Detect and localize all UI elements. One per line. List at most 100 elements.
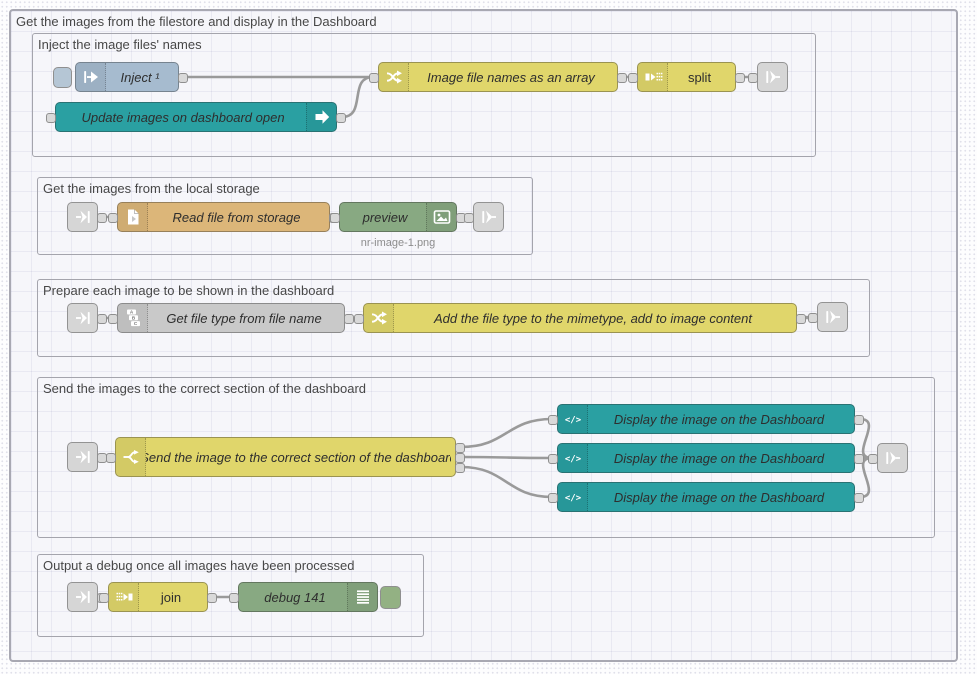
node-label: Display the image on the Dashboard (613, 411, 825, 427)
input-port[interactable] (808, 313, 818, 323)
output-port[interactable] (854, 454, 864, 464)
node-label: Inject ¹ (120, 69, 160, 85)
node-link-out-2[interactable] (464, 202, 504, 232)
debug-icon (347, 583, 377, 611)
node-template-2[interactable]: </> Display the image on the Dashboard (548, 443, 864, 473)
output-port[interactable] (344, 314, 354, 324)
output-port[interactable] (455, 463, 465, 473)
node-label: debug 141 (264, 589, 326, 605)
node-change-1[interactable]: Image file names as an array (369, 62, 627, 92)
input-port[interactable] (354, 314, 364, 324)
input-port[interactable] (748, 73, 758, 83)
node-label: Add the file type to the mimetype, add t… (434, 310, 752, 326)
output-port[interactable] (336, 113, 346, 123)
node-inject[interactable]: Inject ¹ (53, 62, 188, 92)
input-port[interactable] (99, 593, 109, 603)
input-port[interactable] (46, 113, 56, 123)
input-port[interactable] (108, 213, 118, 223)
split-icon (638, 63, 668, 91)
output-port[interactable] (617, 73, 627, 83)
node-change-2[interactable]: Add the file type to the mimetype, add t… (354, 303, 806, 333)
svg-text:A: A (129, 310, 133, 315)
input-port[interactable] (229, 593, 239, 603)
link-out-icon (818, 303, 847, 331)
node-link-in-5[interactable] (67, 582, 107, 612)
group-g2[interactable]: Get the images from the local storage (37, 177, 533, 255)
output-port[interactable] (97, 314, 107, 324)
inject-trigger-button[interactable] (53, 67, 72, 88)
code-icon: </> (558, 444, 588, 472)
code-icon: </> (558, 483, 588, 511)
node-link-out-4[interactable] (868, 443, 908, 473)
node-template-3[interactable]: </>Display the image on the Dashboard (548, 482, 864, 512)
node-ui-control[interactable]: Update images on dashboard open (46, 102, 346, 132)
node-switch[interactable]: Send the image to the correct section of… (106, 437, 465, 477)
node-label: preview (362, 209, 408, 225)
file-icon (118, 203, 148, 231)
input-port[interactable] (628, 73, 638, 83)
input-port[interactable] (106, 453, 116, 463)
node-status-caption: nr-image-1.png (360, 237, 436, 249)
node-join[interactable]: join (99, 582, 217, 612)
output-port[interactable] (735, 73, 745, 83)
group-label: Output a debug once all images have been… (43, 558, 355, 573)
output-port[interactable] (796, 314, 806, 324)
output-port[interactable] (854, 415, 864, 425)
input-port[interactable] (548, 415, 558, 425)
group-label: Prepare each image to be shown in the da… (43, 283, 335, 298)
wire[interactable] (801, 315, 813, 320)
node-template-1[interactable]: </> Display the image on the Dashboard (548, 404, 864, 434)
node-link-in-4[interactable] (67, 442, 107, 472)
group-g1[interactable]: Inject the image files' names (32, 33, 816, 157)
output-port[interactable] (207, 593, 217, 603)
output-port[interactable] (178, 73, 188, 83)
node-link-in-2[interactable] (67, 202, 107, 232)
output-port[interactable] (455, 443, 465, 453)
node-preview[interactable]: preview nr-image-1.png (330, 202, 466, 249)
link-in-icon (68, 443, 97, 471)
output-port[interactable] (455, 453, 465, 463)
switch-icon (116, 438, 146, 476)
node-file-in[interactable]: Read file from storage (108, 202, 339, 232)
wire[interactable] (859, 456, 873, 499)
image-icon (426, 203, 456, 231)
node-debug[interactable]: debug 141 (229, 582, 401, 612)
input-port[interactable] (369, 73, 379, 83)
wire[interactable] (460, 465, 553, 499)
code-icon: </> (558, 405, 588, 433)
group-g5[interactable]: Output a debug once all images have been… (37, 554, 424, 637)
output-port[interactable] (854, 493, 864, 503)
node-label: Read file from storage (172, 209, 301, 225)
debug-toggle-button[interactable] (380, 586, 401, 609)
node-link-out-3[interactable] (808, 302, 848, 332)
wire[interactable] (460, 417, 553, 449)
link-in-icon (68, 203, 97, 231)
output-port[interactable] (97, 213, 107, 223)
node-label: join (160, 589, 182, 605)
node-link-out-1[interactable] (748, 62, 788, 92)
shuffle-icon (364, 304, 394, 332)
node-link-in-3[interactable] (67, 303, 107, 333)
wire[interactable] (460, 455, 553, 460)
svg-text:B: B (131, 315, 135, 320)
group-label: Send the images to the correct section o… (43, 381, 367, 396)
input-port[interactable] (548, 493, 558, 503)
group-g3[interactable]: Prepare each image to be shown in the da… (37, 279, 870, 357)
input-port[interactable] (108, 314, 118, 324)
input-port[interactable] (548, 454, 558, 464)
input-port[interactable] (868, 454, 878, 464)
group-label: Inject the image files' names (38, 37, 202, 52)
node-label: Display the image on the Dashboard (613, 450, 825, 466)
wire[interactable] (859, 417, 873, 460)
node-label: Get file type from file name (166, 310, 322, 326)
inject-icon (76, 63, 106, 91)
arrow-right-icon (306, 103, 336, 131)
input-port[interactable] (464, 213, 474, 223)
input-port[interactable] (330, 213, 340, 223)
group-g4[interactable]: Send the images to the correct section o… (37, 377, 935, 538)
node-split[interactable]: split (628, 62, 745, 92)
wire[interactable] (341, 75, 374, 119)
